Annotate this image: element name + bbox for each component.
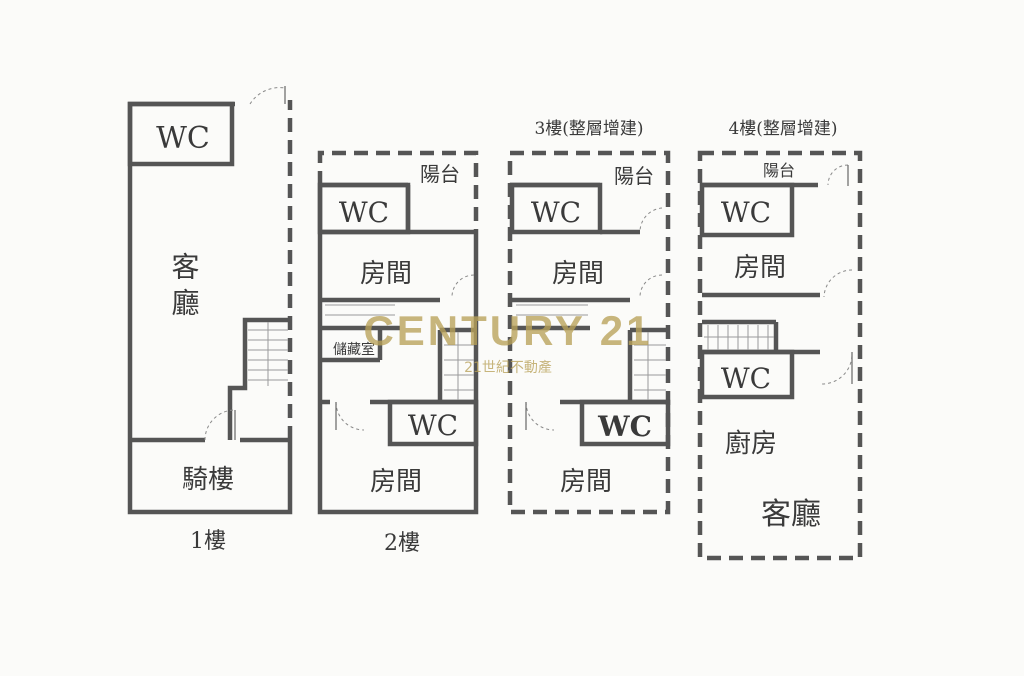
floor-4-room-label: 房間 [734,253,786,283]
floor-3-wc-top-box [509,182,603,235]
floor-4-door-swing-mid [823,269,853,298]
floor-1-door-swing-bottom [204,409,236,441]
floor-4-wc-top-box [699,182,795,238]
floor-3-caption: 3樓(整層增建) [534,119,643,139]
floor-2-caption: 2樓 [384,531,420,556]
floor-3-stairs [516,304,666,400]
floor-4-kitchen-label: 廚房 [725,429,777,459]
floor-1-wc-label: WC [156,121,210,156]
floor-1-arcade-label: 騎樓 [182,465,234,495]
floor-2-wc-top-label: WC [339,196,389,229]
floor-3-balcony-label: 陽台 [614,164,654,188]
floor-3-wc-bottom-label: WC [597,410,652,443]
floor-4-door-swing-lower [821,355,853,385]
floor-2-storage-label: 儲藏室 [333,341,375,358]
floor-4-balcony-label: 陽台 [763,161,795,180]
century21-watermark: CENTURY 21 21世紀不動產 [363,307,652,376]
floor-2-room-bottom-label: 房間 [370,467,422,497]
floor-3-room-top-label: 房間 [552,259,604,289]
floor-1-living-label: 客廳 [168,252,201,324]
floor-3-wc-bottom-box [579,399,671,447]
floor-1-wc-box [127,101,235,167]
floor-2-stairs [325,304,474,400]
floor-2-door-swing-mid [451,274,475,298]
floor-3-room-bottom-label: 房間 [560,467,612,497]
floor-1-stair-wall [227,317,290,440]
floor-1-caption: 1樓 [190,529,226,554]
watermark-subtitle-text: 21世紀不動產 [464,359,552,376]
floor-2-plan: 陽台 WC 房間 儲藏室 WC 房間 2樓 [317,150,479,556]
floor-4-stairs [704,325,774,350]
floor-3-door-swing-top [639,207,663,233]
floor-4-wc-top-label: WC [721,196,771,229]
floor-3-door-swing-bottom [525,401,555,431]
floor-2-balcony-dashed [317,150,479,232]
floor-1-plan: WC 客廳 騎樓 1樓 [127,86,293,554]
floor-2-wc-bottom-label: WC [408,409,458,442]
floor-2-wc-bottom-box [387,399,479,447]
floor-3-door-swing-mid [639,274,663,298]
floor-2-door-swing-bottom [335,401,365,431]
floor-2-room-top-label: 房間 [360,259,412,289]
floor-4-wc-bottom-label: WC [721,362,771,395]
floor-4-door-swing-top [827,164,849,186]
floor-2-outer-wall [317,185,479,515]
floor-4-caption: 4樓(整層增建) [728,119,837,139]
floor-1-door-swing-top [249,87,286,105]
floor-4-living-label: 客廳 [761,497,821,532]
floor-4-plan: 4樓(整層增建) 陽台 WC 房間 WC 廚房 客廳 [697,119,863,561]
floor-3-plan: 3樓(整層增建) 陽台 WC 房間 WC 房間 [507,119,671,515]
floor-1-stairs [248,322,288,386]
floor-3-outer-dashed-wall [507,150,671,515]
floor-4-wc-bottom-box [699,349,795,400]
floor-3-wc-top-label: WC [531,196,581,229]
floor-2-wc-top-box [317,182,411,235]
floor-2-balcony-label: 陽台 [420,162,460,186]
watermark-brand-text: CENTURY 21 [363,307,652,354]
